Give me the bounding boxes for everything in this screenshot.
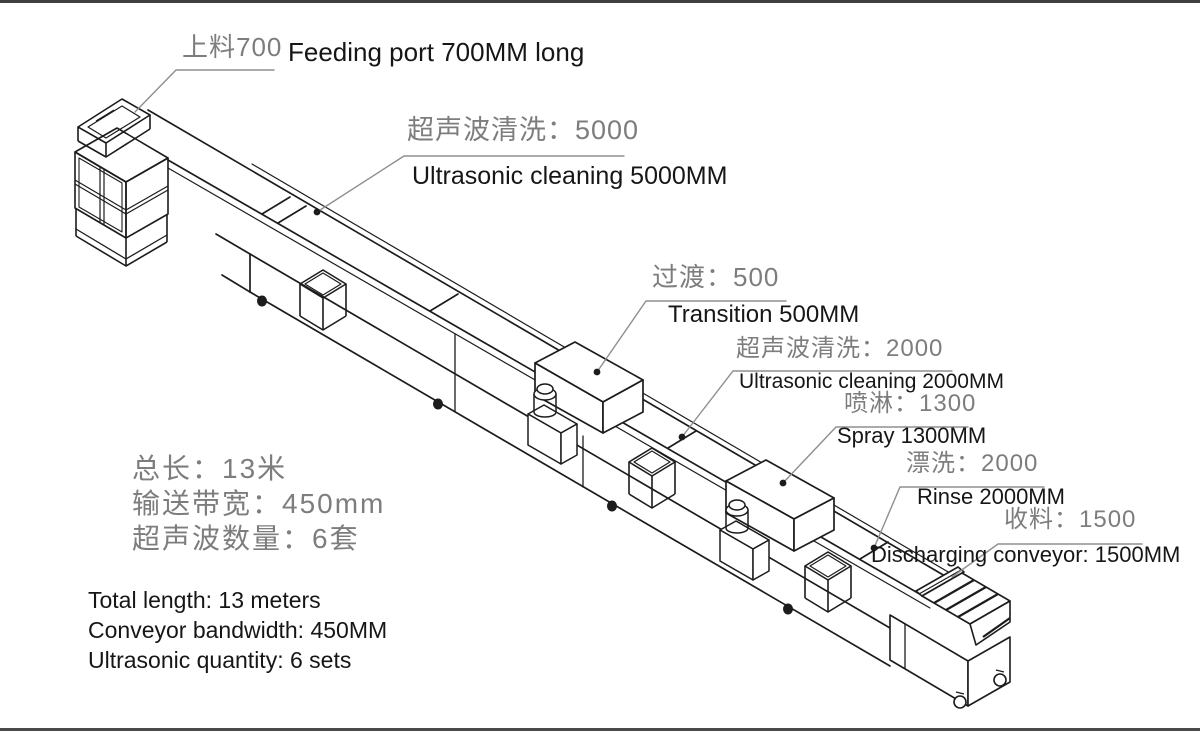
ultrasonic-5000-label-zh: 超声波清洗：5000 [407,115,640,145]
spray-label-en: Spray 1300MM [837,423,987,448]
rinse-label-en: Rinse 2000MM [917,484,1065,509]
spec-belt-width-en: Conveyor bandwidth: 450MM [88,617,388,643]
discharging-label-zh: 收料：1500 [1004,506,1137,533]
basket-2 [628,447,676,509]
discharge-cabinet [889,614,1011,707]
spray-leader [782,426,969,484]
basket-3 [804,551,852,613]
feeding-tower [74,98,169,267]
top-border-line [0,0,1200,3]
pump-1 [527,383,578,465]
ultrasonic-2000-label-en: Ultrasonic cleaning 2000MM [739,370,1004,393]
leader-dots [313,208,878,552]
pump-2 [719,499,770,581]
transition-cover [534,341,644,434]
leader-lines [134,69,1143,578]
discharging-label-en: Discharging conveyor: 1500MM [871,542,1181,567]
discharge-leader [951,543,1143,578]
spray-cover [725,459,835,552]
spec-total-length-zh: 总长：13米 [132,453,288,484]
spec-belt-width-zh: 输送带宽：450mm [132,488,386,519]
caster-wheels [953,669,1007,709]
spec-ultrasonic-count-en: Ultrasonic quantity: 6 sets [88,647,352,673]
feeding-label-en: Feeding port 700MM long [288,37,585,67]
spec-block-en: Total length: 13 meters Conveyor bandwid… [88,585,387,675]
spec-ultrasonic-count-zh: 超声波数量：6套 [132,523,360,554]
spray-label-zh: 喷淋：1300 [844,390,977,417]
discharge-conveyor [889,566,1011,709]
ultrasonic-5000-label-en: Ultrasonic cleaning 5000MM [412,162,728,190]
feeding-leader [134,69,275,113]
feeding-label-zh: 上料700 [182,32,283,62]
leveling-feet [257,295,793,615]
rinse-label-zh: 漂洗：2000 [906,450,1039,477]
discharge-ramp [915,566,1011,646]
rinse-leader [873,486,1045,549]
transition-label-en: Transition 500MM [668,301,860,328]
feed-cabinet [74,127,169,239]
bottom-border-line [0,728,1200,731]
us2000-leader [681,370,953,438]
basket-1 [299,269,347,331]
transition-leader [596,300,787,373]
us5000-leader [316,155,625,213]
spec-total-length-en: Total length: 13 meters [88,587,321,613]
ultrasonic-2000-label-zh: 超声波清洗：2000 [736,335,944,362]
spec-block-zh: 总长：13米 输送带宽：450mm 超声波数量：6套 [132,451,385,556]
feed-stand-frame [75,208,168,267]
transition-label-zh: 过渡：500 [652,262,780,292]
